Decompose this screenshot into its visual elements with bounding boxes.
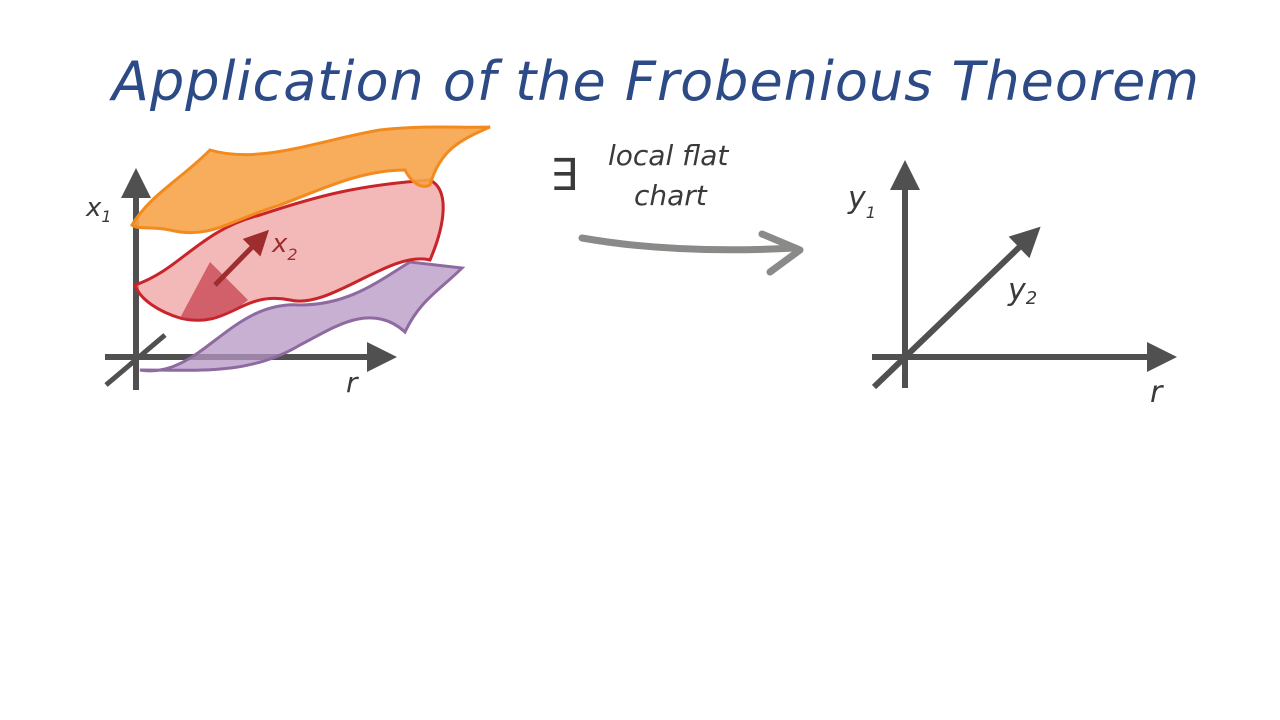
y1-label: y1 [847,181,876,222]
left-diagram: x1 x2 r [85,125,491,399]
r-label-right: r [1150,375,1164,410]
x2-axis-arrow [213,229,269,287]
x2-axis-base [104,333,167,387]
purple-surface [139,260,466,373]
mapping-arrowhead-icon [758,230,804,276]
text-chart: chart [634,179,708,212]
y2-label: y2 [1007,273,1037,309]
intersection-patch [180,262,248,320]
r-label-left: r [346,366,359,399]
text-local-flat: local flat [608,139,729,172]
local-flat-chart-annotation: ∃ local flat chart [550,139,804,276]
mapping-arrow [578,234,799,254]
x2-label: x2 [271,229,298,264]
page-title: Application of the Frobenious Theorem [109,50,1200,113]
right-diagram: y1 y2 r [847,160,1177,410]
y2-axis [871,226,1041,390]
x1-label: x1 [85,193,112,226]
exists-symbol: ∃ [550,150,578,201]
orange-surface [130,125,491,235]
